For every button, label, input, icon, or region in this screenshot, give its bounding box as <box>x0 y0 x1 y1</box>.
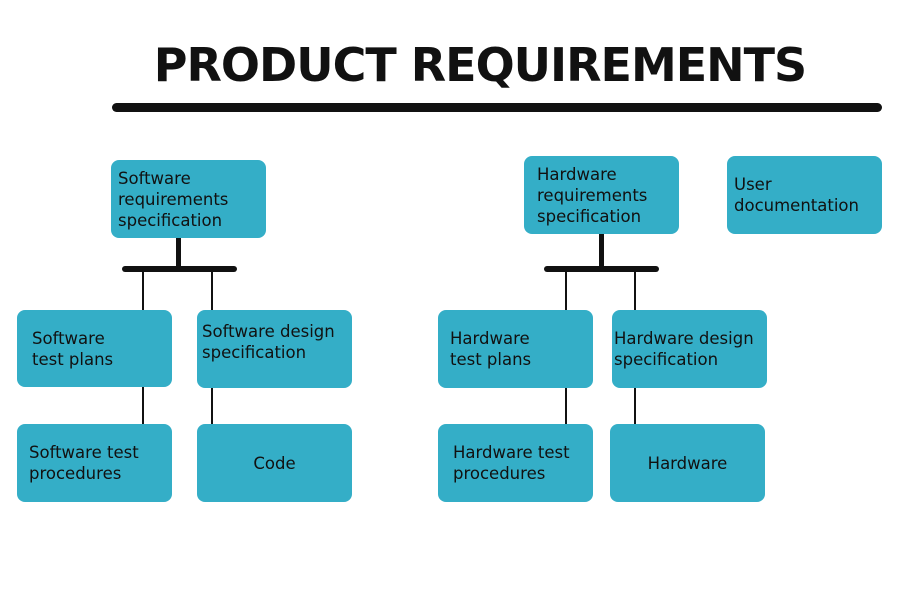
node-software-test-plans: Software test plans <box>17 310 172 387</box>
node-hardware-test-plans: Hardware test plans <box>438 310 593 388</box>
connector-sw-test-plans-down <box>142 387 144 424</box>
connector-hw-right <box>634 270 636 310</box>
connector-hw-stem <box>599 234 604 268</box>
connector-sw-stem <box>176 238 181 269</box>
node-label: Code <box>253 453 296 473</box>
node-hardware-design-specification: Hardware design specification <box>612 310 767 388</box>
node-user-documentation: User documentation <box>727 156 882 234</box>
node-hardware-test-procedures: Hardware test procedures <box>438 424 593 502</box>
connector-sw-right <box>211 270 213 310</box>
node-label: Hardware requirements specification <box>537 164 648 226</box>
node-label: Software design specification <box>202 322 335 362</box>
connector-hw-design-down <box>634 388 636 424</box>
connector-sw-design-down <box>211 388 213 424</box>
connector-hw-left <box>565 270 567 310</box>
title-underline <box>112 103 882 112</box>
node-label: Hardware <box>647 453 728 473</box>
page-title: PRODUCT REQUIREMENTS <box>153 38 807 92</box>
node-label: Software test plans <box>32 328 114 369</box>
node-label: User documentation <box>734 175 859 215</box>
node-software-test-procedures: Software test procedures <box>17 424 172 502</box>
node-label: Software requirements specification <box>118 168 229 230</box>
node-software-requirements-specification: Software requirements specification <box>111 160 266 238</box>
connector-hw-test-plans-down <box>565 388 567 424</box>
node-label: Software test procedures <box>29 443 139 483</box>
connector-sw-bar <box>122 266 237 272</box>
node-software-design-specification: Software design specification <box>197 310 352 388</box>
connector-hw-bar <box>544 266 659 272</box>
node-label: Hardware design specification <box>614 329 754 369</box>
node-hardware-requirements-specification: Hardware requirements specification <box>524 156 679 234</box>
node-hardware: Hardware <box>610 424 765 502</box>
node-label: Hardware test plans <box>450 329 532 369</box>
connector-sw-left <box>142 270 144 310</box>
node-code: Code <box>197 424 352 502</box>
node-label: Hardware test procedures <box>453 443 570 483</box>
